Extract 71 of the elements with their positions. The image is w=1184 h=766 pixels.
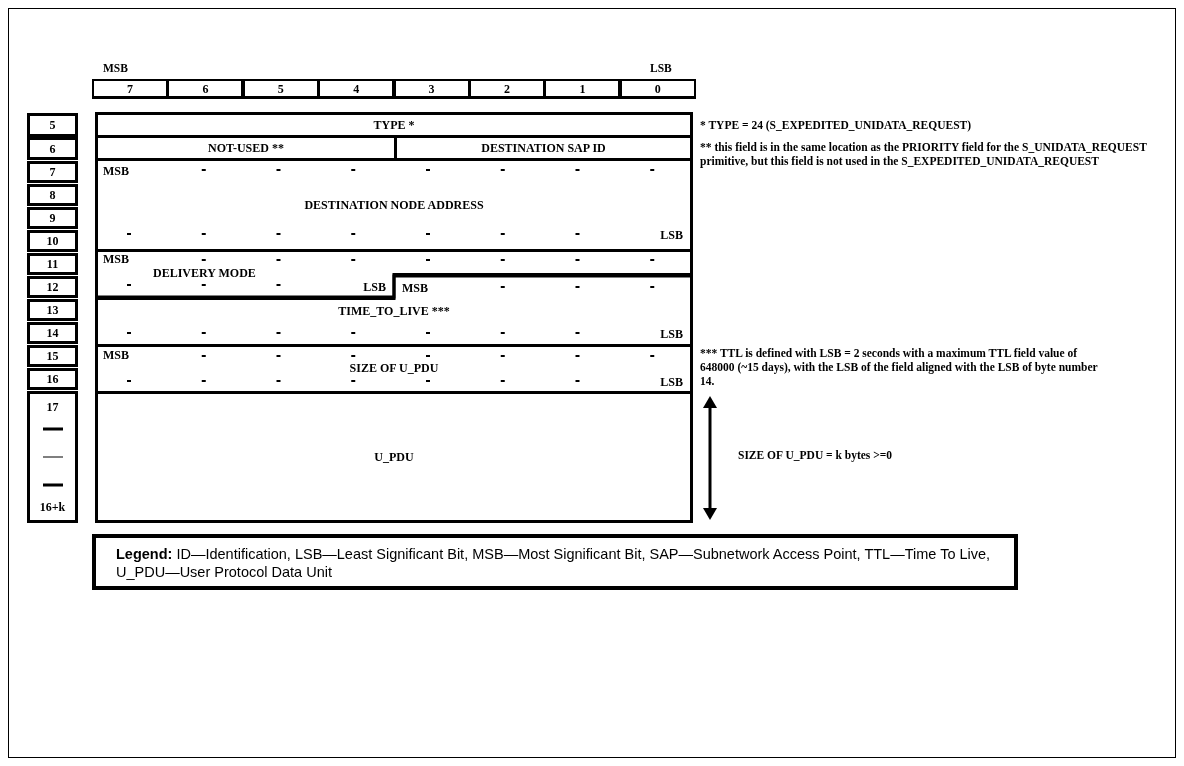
byte-number-box [27, 299, 78, 321]
field-box [95, 391, 693, 523]
byte-number-box [27, 253, 78, 275]
field-name: DESTINATION NODE ADDRESS [304, 198, 484, 212]
field-box [95, 249, 693, 300]
bit-order-label: MSB [402, 281, 428, 295]
byte-number-box [27, 368, 78, 390]
legend-box [92, 534, 1018, 590]
byte-number-box [27, 161, 78, 183]
byte-number: 16 [46, 372, 59, 386]
bit-number-box [393, 79, 470, 99]
field-name: SIZE OF U_PDU [349, 361, 439, 375]
byte-number: 13 [46, 303, 59, 317]
bit-number: 1 [579, 81, 586, 96]
byte-number-box [27, 207, 78, 229]
bit-order-label: LSB [660, 228, 683, 242]
bit-order-label: MSB [103, 348, 129, 362]
footnote: *** TTL is defined with LSB = 2 seconds with a maximum TTL field value of 648000 (~15 days), with the LSB of the field aligned with the LSB of byte number 14. [700, 346, 1099, 388]
bit-number-box [92, 79, 168, 99]
bit-number: 6 [202, 81, 209, 96]
byte-number-box [27, 345, 78, 367]
footnote: * TYPE = 24 (S_EXPEDITED_UNIDATA_REQUEST) [700, 118, 973, 132]
footnote: ** this field is in the same location as the PRIORITY field for the S_UNIDATA_REQUEST primitive, but this field is not used in the S_EXPEDITED_UNIDATA_REQUEST [700, 140, 1148, 168]
byte-number-box [27, 113, 78, 137]
size-note: SIZE OF U_PDU = k bytes >=0 [738, 448, 893, 462]
bit-number: 7 [127, 81, 133, 96]
bit-order-label: MSB [103, 164, 129, 178]
field-name: NOT-USED ** [208, 141, 284, 155]
byte-number-box [27, 276, 78, 298]
bit-number-box [619, 79, 696, 99]
field-name: DELIVERY MODE [153, 266, 256, 280]
bit-number-box [242, 79, 319, 99]
bit-number-box [544, 79, 621, 99]
bit-number: 5 [277, 81, 284, 96]
field-box [95, 158, 693, 252]
byte-number-box [27, 184, 78, 206]
byte-number: 8 [49, 188, 56, 202]
bit-number: 0 [654, 81, 661, 96]
bit-order-label: LSB [660, 327, 683, 341]
field-box [95, 112, 693, 138]
byte-number: 5 [49, 118, 56, 132]
byte-number: 10 [46, 234, 59, 248]
field-name: TYPE * [373, 118, 415, 132]
byte-number: 17 [46, 400, 59, 414]
bit-number: 3 [428, 81, 435, 96]
byte-number: 12 [46, 280, 59, 294]
bit-number: 2 [504, 81, 510, 96]
byte-number: 15 [46, 349, 59, 363]
bit-order-label: MSB [103, 252, 129, 266]
byte-number-box [27, 322, 78, 344]
bit-number: 4 [353, 81, 360, 96]
byte-number: 16+k [39, 500, 66, 514]
bit-number-box [167, 79, 244, 99]
byte-number-box [27, 230, 78, 252]
bit-order-label: MSB [103, 61, 128, 75]
byte-number: 11 [46, 257, 59, 271]
byte-number-box [27, 137, 78, 160]
byte-number: 14 [46, 326, 59, 340]
bit-number-box [318, 79, 395, 99]
bit-order-label: LSB [660, 375, 683, 389]
byte-number: 6 [49, 141, 56, 156]
field-name: DESTINATION SAP ID [481, 141, 606, 155]
legend-text: Legend: ID—Identification, LSB—Least Significant Bit, MSB—Most Significant Bit, SAP—Subnetwork Access Point, TTL—Time To Live, U_PDU—User Protocol Data Unit [116, 545, 992, 581]
byte-number: 9 [49, 211, 56, 225]
field-name: TIME_TO_LIVE *** [338, 304, 450, 318]
bit-number-box [469, 79, 545, 99]
byte-number: 7 [49, 165, 56, 179]
byte-number-box [27, 391, 78, 523]
bit-order-label: LSB [650, 61, 672, 75]
bit-order-label: LSB [363, 280, 386, 294]
field-name: U_PDU [374, 450, 414, 464]
